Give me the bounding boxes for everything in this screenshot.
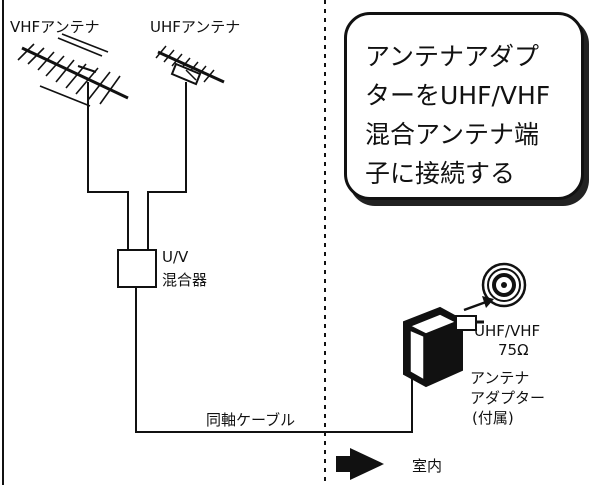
indoor-arrow-icon	[336, 448, 384, 480]
vhf-antenna-label: VHFアンテナ	[10, 18, 100, 36]
uhf-vhf-terminal-icon	[481, 262, 527, 308]
instruction-line-1: アンテナアダプ	[365, 42, 540, 71]
instruction-line-3: 混合アンテナ端	[365, 120, 540, 149]
terminal-label-line2: 75Ω	[498, 341, 529, 359]
instruction-callout: アンテナアダプ ターをUHF/VHF 混合アンテナ端 子に接続する	[344, 12, 584, 200]
antenna-feed-lines	[87, 135, 187, 250]
vhf-antenna-icon	[17, 33, 129, 135]
connect-arrow-icon	[463, 296, 494, 312]
mixer-label-line1: U/V	[162, 248, 189, 266]
adapter-label-line1: アンテナ	[470, 369, 530, 387]
adapter-label-line2: アダプター	[470, 389, 546, 407]
coax-cable-line	[135, 287, 413, 433]
uhf-antenna-icon	[155, 45, 225, 135]
coax-cable-label: 同軸ケーブル	[206, 411, 296, 429]
terminal-label-line1: UHF/VHF	[474, 322, 541, 340]
adapter-label-line3: (付属)	[472, 409, 514, 427]
uv-mixer-box	[117, 249, 157, 288]
indoor-label: 室内	[412, 457, 443, 475]
instruction-line-4: 子に接続する	[365, 159, 516, 188]
antenna-adapter-icon	[403, 306, 484, 388]
instruction-line-2: ターをUHF/VHF	[365, 81, 551, 110]
uhf-antenna-label: UHFアンテナ	[150, 18, 241, 36]
mixer-label-line2: 混合器	[162, 271, 208, 289]
